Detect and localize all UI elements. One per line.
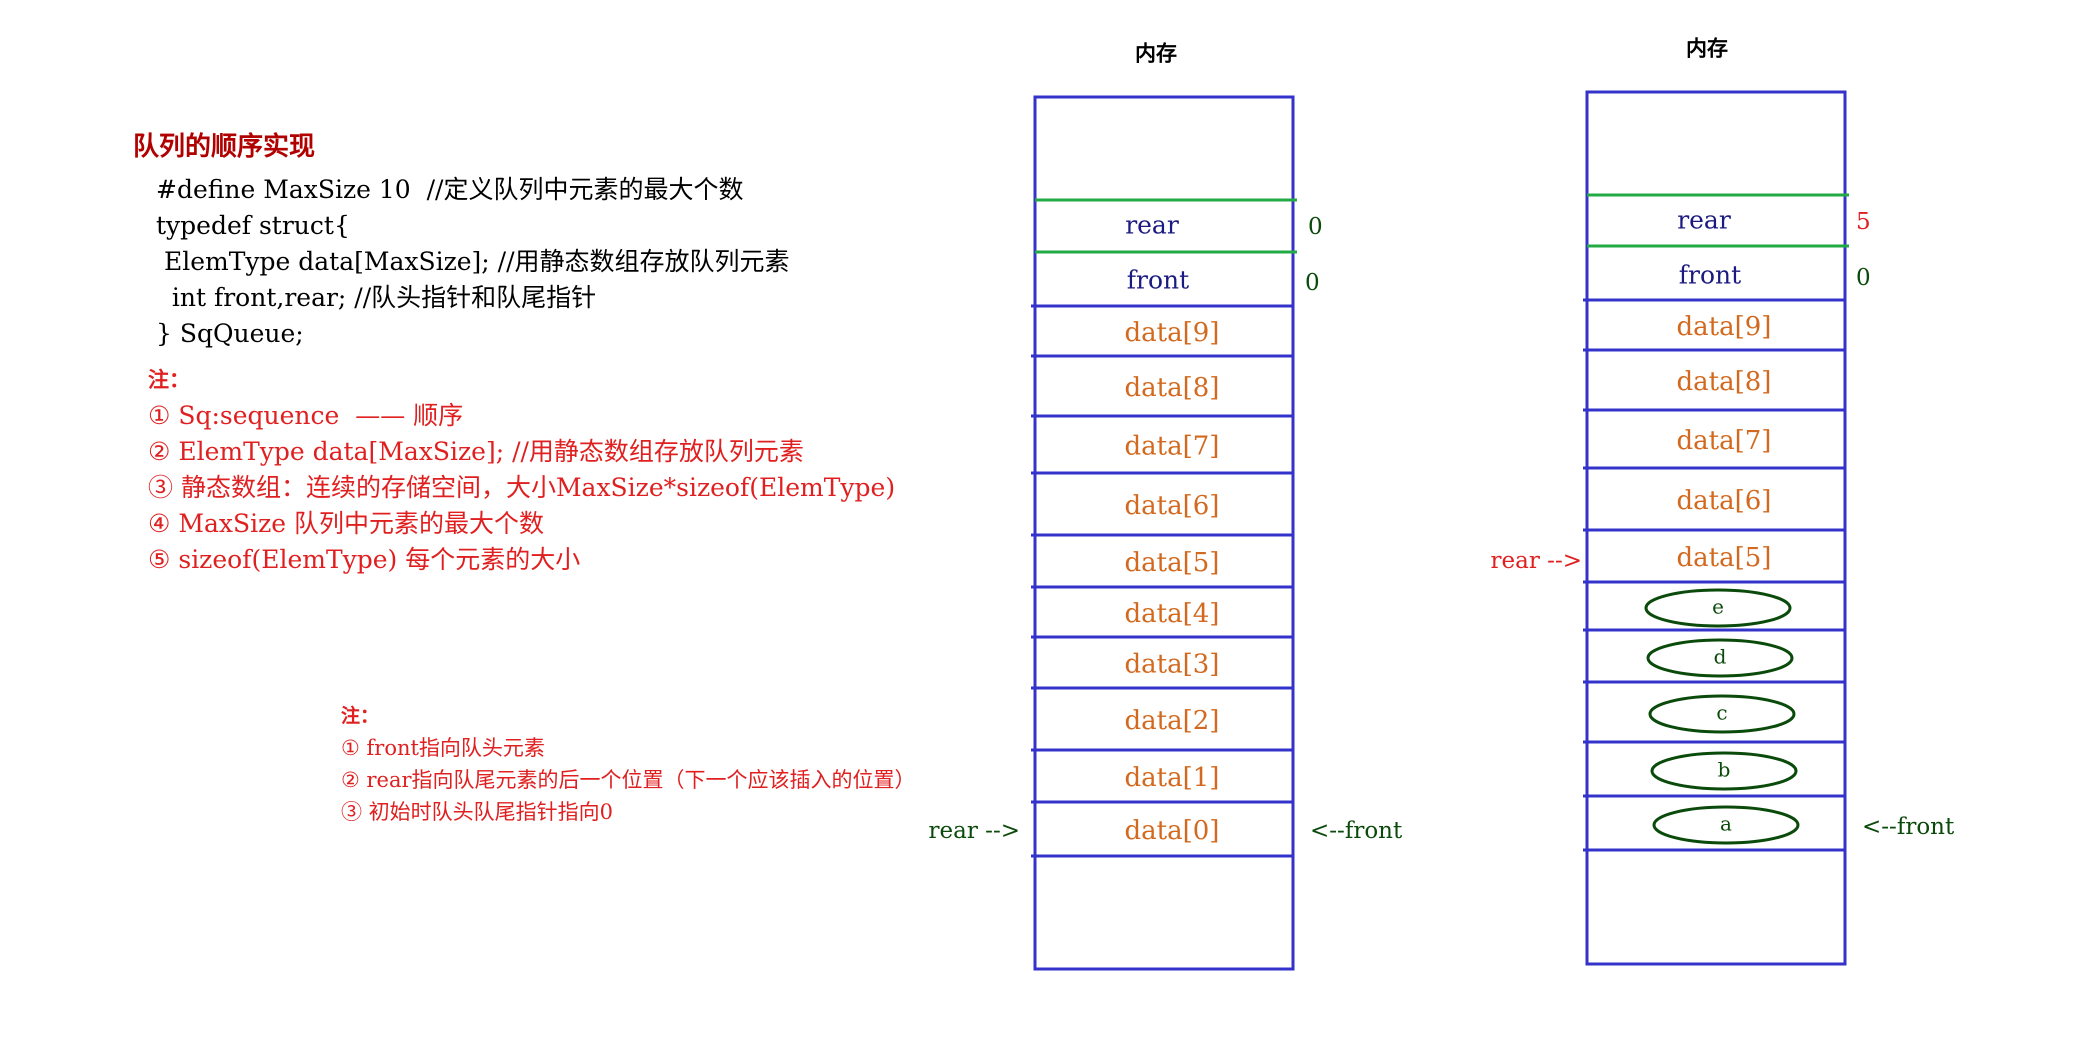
note-item: ⑤ sizeof(ElemType) 每个元素的大小: [148, 545, 581, 574]
front-pointer-label: front: [1679, 261, 1741, 290]
memory-cell-label: data[6]: [1125, 491, 1220, 521]
memory-cell-label: data[5]: [1125, 548, 1220, 578]
code-line: int front,rear; //队头指针和队尾指针: [156, 283, 597, 312]
queue-element-ellipse: [1646, 638, 1794, 678]
queue-element-label: d: [1714, 645, 1727, 669]
note-item: ① Sq:sequence —— 顺序: [148, 401, 464, 430]
queue-element-label: b: [1718, 758, 1731, 782]
queue-element-ellipse: [1650, 751, 1798, 791]
memory-box: [1033, 95, 1295, 971]
memory-cell-label: data[9]: [1677, 312, 1772, 342]
queue-element-label: c: [1716, 701, 1727, 725]
code-line: ElemType data[MaxSize]; //用静态数组存放队列元素: [156, 247, 790, 276]
memory-cell-label: data[4]: [1125, 599, 1220, 629]
code-block: #define MaxSize 10 //定义队列中元素的最大个数 typede…: [156, 172, 790, 352]
memory-cell-label: data[0]: [1125, 816, 1220, 846]
memory-cell-label: data[9]: [1125, 318, 1220, 348]
code-line: typedef struct{: [156, 211, 350, 240]
rear-arrow: rear -->: [929, 818, 1020, 844]
note-heading: 注：: [148, 367, 190, 392]
queue-element-label: a: [1720, 812, 1732, 836]
memory-heading: 内存: [1686, 36, 1728, 61]
queue-element-ellipse: [1644, 588, 1792, 628]
front-pointer-value: 0: [1305, 270, 1320, 296]
front-arrow: <--front: [1862, 814, 1955, 840]
memory-heading: 内存: [1135, 41, 1177, 66]
front-pointer-value: 0: [1856, 265, 1871, 291]
memory-cell-label: data[1]: [1125, 763, 1220, 793]
rear-arrow: rear -->: [1491, 548, 1582, 574]
memory-cell-label: data[7]: [1125, 432, 1220, 462]
memory-box: [1585, 90, 1847, 966]
memory-cell-label: data[3]: [1125, 650, 1220, 680]
page-title: 队列的顺序实现: [133, 132, 316, 162]
memory-cell-label: data[2]: [1125, 706, 1220, 736]
rear-pointer-label: rear: [1677, 206, 1731, 235]
memory-cell-label: data[6]: [1677, 486, 1772, 516]
memory-cell-label: data[8]: [1125, 373, 1220, 403]
memory-cell-label: data[7]: [1677, 426, 1772, 456]
queue-element-ellipse: [1652, 805, 1800, 845]
rear-pointer-value: 5: [1856, 209, 1871, 235]
note-item: ① front指向队头元素: [341, 736, 545, 760]
note-list-1: 注： ① Sq:sequence —— 顺序 ② ElemType data[M…: [148, 362, 895, 578]
note-list-2: 注： ① front指向队头元素 ② rear指向队尾元素的后一个位置（下一个应…: [341, 700, 916, 828]
queue-element-label: e: [1712, 595, 1724, 619]
note-item: ③ 初始时队头队尾指针指向0: [341, 800, 614, 824]
code-line: } SqQueue;: [156, 319, 304, 348]
note-item: ③ 静态数组：连续的存储空间，大小MaxSize*sizeof(ElemType…: [148, 473, 896, 502]
rear-pointer-label: rear: [1125, 211, 1179, 240]
note-item: ④ MaxSize 队列中元素的最大个数: [148, 509, 544, 538]
queue-element-ellipse: [1648, 694, 1796, 734]
front-arrow: <--front: [1310, 818, 1403, 844]
memory-cell-label: data[5]: [1677, 543, 1772, 573]
note-item: ② ElemType data[MaxSize]; //用静态数组存放队列元素: [148, 437, 804, 466]
rear-pointer-value: 0: [1308, 214, 1323, 240]
note-item: ② rear指向队尾元素的后一个位置（下一个应该插入的位置）: [341, 768, 916, 792]
memory-cell-label: data[8]: [1677, 367, 1772, 397]
code-line: #define MaxSize 10 //定义队列中元素的最大个数: [156, 175, 744, 204]
front-pointer-label: front: [1127, 266, 1189, 295]
note-heading: 注：: [341, 705, 380, 727]
